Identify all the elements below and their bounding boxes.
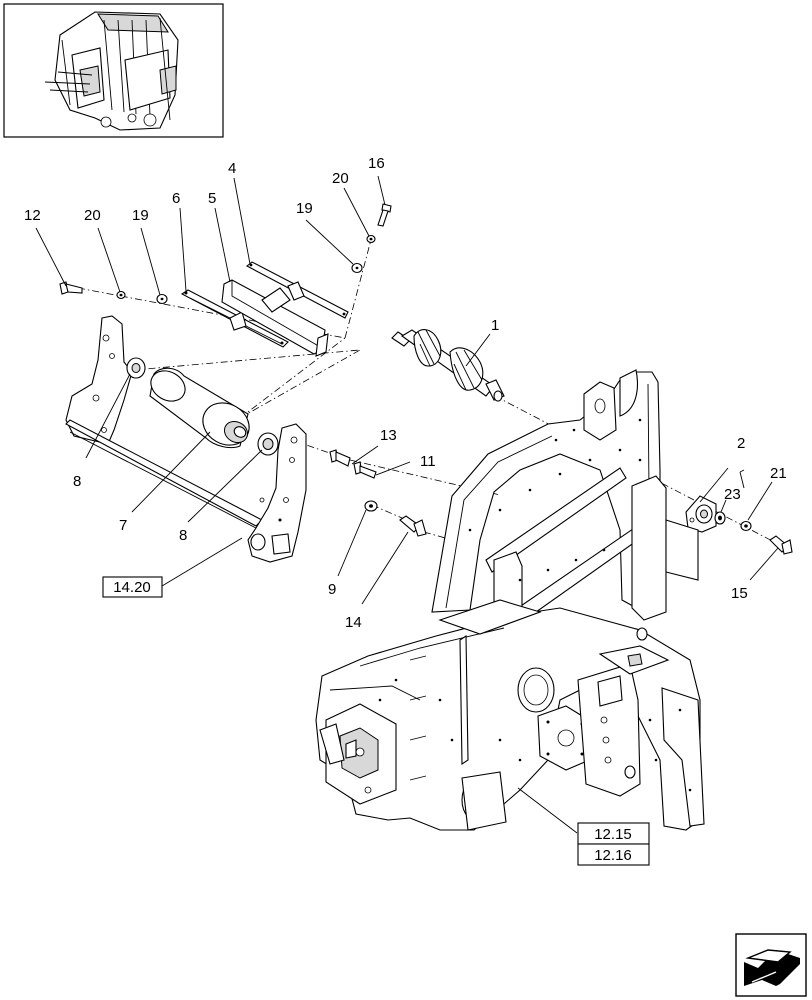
part-9-nut (364, 500, 378, 512)
callout-6: 6 (172, 190, 180, 207)
part-16-bolt (377, 203, 392, 227)
callout-8-right: 8 (179, 527, 187, 544)
callout-14: 14 (345, 614, 362, 631)
part-19-washer-top (351, 262, 363, 274)
callout-16: 16 (368, 155, 385, 172)
baler-overview-thumbnail-icon (3, 3, 224, 138)
reference-box-14-20[interactable]: 14.20 (102, 576, 163, 598)
callout-2: 2 (737, 435, 745, 452)
part-12-bolt (59, 281, 83, 295)
part-8-left-plate (65, 315, 146, 445)
part-20-washer (116, 290, 126, 300)
part-7-roller (149, 367, 250, 449)
part-19-washer (156, 293, 168, 305)
callout-9: 9 (328, 581, 336, 598)
part-14-bolt (399, 515, 427, 537)
part-11-bolt (353, 461, 377, 479)
callout-23: 23 (724, 486, 741, 503)
part-13-pin (329, 449, 351, 467)
callout-20: 20 (84, 207, 101, 224)
part-8-right-disc (257, 432, 279, 456)
callout-21: 21 (770, 465, 787, 482)
part-15-bolt (769, 535, 793, 555)
part-20-washer-top (366, 234, 376, 244)
svg-text:12.16: 12.16 (594, 847, 632, 864)
arrow-nav-icon[interactable] (735, 933, 807, 997)
reference-box-12-16[interactable]: 12.16 (577, 843, 650, 866)
callout-5: 5 (208, 190, 216, 207)
reference-box-12-15[interactable]: 12.15 (577, 822, 650, 845)
callout-4: 4 (228, 160, 236, 177)
part-5-channel (221, 279, 329, 357)
part-21-nut (740, 520, 752, 532)
svg-text:12.15: 12.15 (594, 826, 632, 843)
callout-15: 15 (731, 585, 748, 602)
callout-labels: 12 20 19 6 5 4 19 20 16 1 8 7 8 13 11 9 … (24, 155, 787, 631)
callout-7: 7 (119, 517, 127, 534)
leader-lines (35, 175, 779, 834)
part-23-collar (714, 511, 726, 525)
main-frame (315, 369, 705, 831)
svg-text:14.20: 14.20 (113, 579, 151, 596)
callout-13: 13 (380, 427, 397, 444)
callout-20-top: 20 (332, 170, 349, 187)
callout-19: 19 (132, 207, 149, 224)
callout-8-left: 8 (73, 473, 81, 490)
callout-1: 1 (491, 317, 499, 334)
part-1-auger-roller (391, 329, 505, 402)
part-2-bearing (685, 495, 717, 533)
callout-11: 11 (420, 453, 436, 470)
right-side-plate (247, 423, 307, 563)
callout-12: 12 (24, 207, 41, 224)
part-6-strip (180, 289, 289, 348)
callout-19-top: 19 (296, 200, 313, 217)
